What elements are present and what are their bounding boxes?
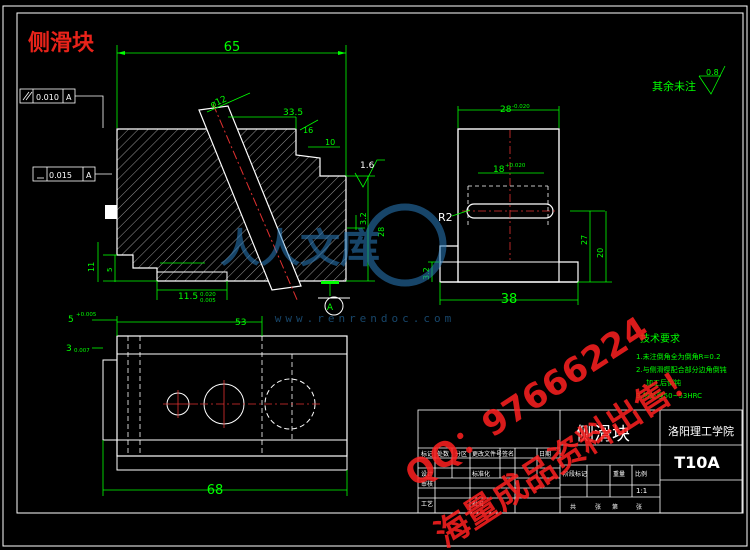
roughness-16: 1.6 bbox=[360, 161, 375, 171]
top-view bbox=[92, 316, 348, 496]
tech-req-line-4: 3.热处理50~53HRC bbox=[636, 391, 702, 400]
sub-label-design: 设计 bbox=[421, 470, 433, 478]
sub-label-approve: 批准 bbox=[472, 500, 484, 508]
parallel-value: 0.010 bbox=[36, 93, 59, 102]
dim-28-right: 28 bbox=[500, 105, 512, 115]
stage-label-weight: 重量 bbox=[613, 470, 625, 478]
wenku-url: www.renrendoc.com bbox=[275, 312, 456, 325]
title-block bbox=[417, 409, 743, 514]
dim-28-left: 28 bbox=[377, 227, 386, 237]
drawing-title-red: 侧滑块 bbox=[28, 31, 95, 56]
row-label-date: 日期 bbox=[539, 450, 551, 458]
sub-label-standard: 标准化 bbox=[472, 470, 490, 478]
sheet-label-total: 共 bbox=[570, 503, 576, 511]
dim-3: 3 bbox=[66, 344, 72, 354]
dim-115: 11.5 bbox=[178, 292, 198, 302]
tech-req-line-1: 1.未注倒角全为倒角R=0.2 bbox=[636, 352, 721, 361]
wenku-text: 人人文库 bbox=[220, 226, 380, 272]
dim-115-tol-dn: 0.005 bbox=[200, 298, 216, 304]
dim-overall-width-top: 65 bbox=[224, 40, 241, 55]
wenku-watermark: 人人文库 www.renrendoc.com bbox=[220, 203, 456, 325]
dim-3-tol: 0.007 bbox=[74, 348, 90, 354]
hole-centerline bbox=[212, 103, 299, 303]
dim-38: 38 bbox=[501, 292, 518, 307]
outer-border bbox=[2, 5, 748, 547]
front-view bbox=[19, 45, 385, 316]
sheet-label-sheets: 张 bbox=[595, 503, 601, 511]
dim-overall-width-bottom: 68 bbox=[207, 483, 224, 498]
sub-label-process: 工艺 bbox=[421, 500, 433, 508]
tech-req-line-3: 加工后倒钝 bbox=[646, 378, 681, 387]
row-label-change-doc: 更改文件号 bbox=[472, 450, 502, 458]
side-view bbox=[428, 106, 612, 305]
row-label-sign: 签名 bbox=[502, 450, 514, 458]
row-label-count: 处数 bbox=[437, 450, 449, 458]
row-label-mark: 标记 bbox=[421, 450, 433, 458]
dim-27: 27 bbox=[580, 235, 589, 245]
surface-symbol-value: 0.8 bbox=[706, 68, 719, 77]
tech-req-heading: 技术要求 bbox=[640, 332, 680, 345]
dim-5-top: 5 bbox=[68, 315, 74, 325]
title-school: 洛阳理工学院 bbox=[668, 424, 734, 438]
datum-label: A bbox=[327, 303, 334, 313]
title-ratio: 1:1 bbox=[636, 487, 647, 495]
sub-label-review: 审核 bbox=[421, 480, 433, 488]
dim-10: 10 bbox=[325, 138, 335, 147]
dim-53: 53 bbox=[235, 318, 246, 328]
dim-115-tol-up: 0.020 bbox=[200, 292, 216, 298]
dim-5-tol: +0.005 bbox=[76, 312, 97, 318]
dim-18: 18 bbox=[493, 165, 505, 175]
tech-req-line-2: 2.与侧滑楔配合部分边角倒钝 bbox=[636, 365, 727, 374]
stage-label-ratio: 比例 bbox=[635, 470, 647, 478]
sheet-label-no: 第 bbox=[612, 503, 618, 511]
dim-11-left: 11 bbox=[87, 262, 96, 272]
dim-32: 3.2 bbox=[359, 212, 368, 225]
inner-border bbox=[16, 12, 744, 514]
row-label-zone: 分区 bbox=[455, 450, 467, 458]
title-part-name: 侧滑块 bbox=[576, 424, 630, 445]
perp-datum: A bbox=[86, 171, 92, 180]
dim-16: 16 bbox=[303, 126, 313, 135]
dim-R2: R2 bbox=[438, 211, 453, 224]
dim-18-tol: +0.020 bbox=[505, 163, 526, 169]
stage-label-mark: 阶段标记 bbox=[563, 470, 587, 478]
title-material: T10A bbox=[674, 453, 720, 472]
dim-5: 5 bbox=[106, 268, 114, 272]
dim-28-right-tol: -0.020 bbox=[512, 104, 530, 110]
parallel-datum: A bbox=[66, 93, 72, 102]
dim-20: 20 bbox=[596, 248, 605, 258]
surface-note: 其余未注 bbox=[652, 79, 696, 93]
sheet-label-sheet: 张 bbox=[636, 503, 642, 511]
dim-335: 33.5 bbox=[283, 108, 303, 118]
perp-value: 0.015 bbox=[49, 171, 72, 180]
